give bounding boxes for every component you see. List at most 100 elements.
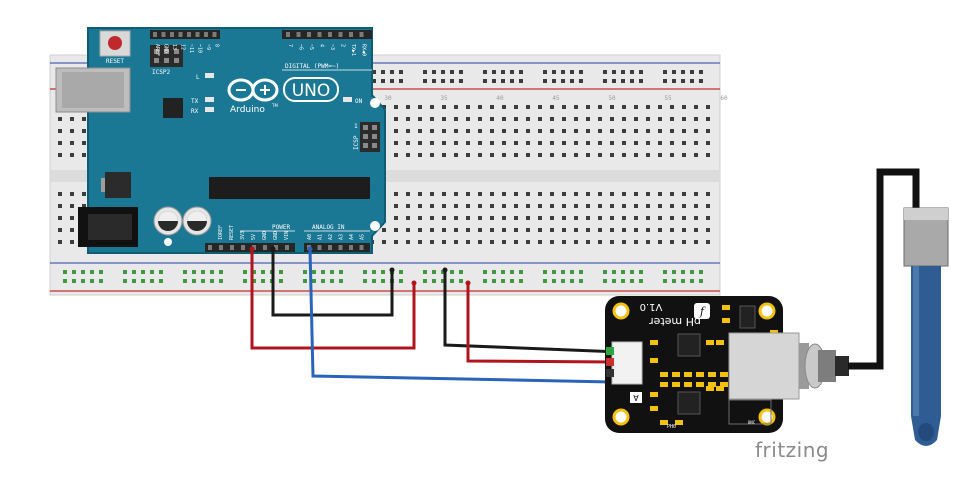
header-pin[interactable] bbox=[338, 245, 343, 250]
breadboard-hole[interactable] bbox=[394, 117, 398, 121]
breadboard-hole[interactable] bbox=[634, 192, 638, 196]
breadboard-hole[interactable] bbox=[478, 129, 482, 133]
rail-hole[interactable] bbox=[483, 279, 487, 283]
breadboard-hole[interactable] bbox=[646, 153, 650, 157]
wire-end[interactable] bbox=[270, 246, 276, 252]
breadboard-hole[interactable] bbox=[502, 105, 506, 109]
header-pin[interactable] bbox=[338, 32, 343, 37]
header-pin[interactable] bbox=[296, 32, 301, 37]
breadboard-hole[interactable] bbox=[526, 105, 530, 109]
rail-hole[interactable] bbox=[690, 79, 694, 83]
breadboard-hole[interactable] bbox=[430, 192, 434, 196]
breadboard-hole[interactable] bbox=[658, 216, 662, 220]
breadboard-hole[interactable] bbox=[550, 228, 554, 232]
breadboard-hole[interactable] bbox=[622, 216, 626, 220]
rail-hole[interactable] bbox=[681, 79, 685, 83]
breadboard-hole[interactable] bbox=[634, 153, 638, 157]
breadboard-hole[interactable] bbox=[490, 204, 494, 208]
breadboard-hole[interactable] bbox=[514, 192, 518, 196]
breadboard-hole[interactable] bbox=[682, 153, 686, 157]
rail-hole[interactable] bbox=[561, 70, 565, 74]
rail-hole[interactable] bbox=[321, 270, 325, 274]
breadboard-hole[interactable] bbox=[598, 192, 602, 196]
rail-hole[interactable] bbox=[72, 279, 76, 283]
breadboard-hole[interactable] bbox=[562, 204, 566, 208]
wire-end[interactable] bbox=[465, 280, 471, 286]
breadboard-hole[interactable] bbox=[586, 192, 590, 196]
rail-hole[interactable] bbox=[672, 70, 676, 74]
breadboard-hole[interactable] bbox=[394, 216, 398, 220]
rail-hole[interactable] bbox=[201, 279, 205, 283]
breadboard-hole[interactable] bbox=[706, 153, 710, 157]
rail-hole[interactable] bbox=[381, 279, 385, 283]
rail-hole[interactable] bbox=[450, 279, 454, 283]
breadboard-hole[interactable] bbox=[682, 192, 686, 196]
breadboard-hole[interactable] bbox=[406, 204, 410, 208]
rail-hole[interactable] bbox=[399, 270, 403, 274]
breadboard-hole[interactable] bbox=[574, 240, 578, 244]
rail-hole[interactable] bbox=[423, 79, 427, 83]
breadboard-hole[interactable] bbox=[574, 204, 578, 208]
rail-hole[interactable] bbox=[579, 70, 583, 74]
breadboard-hole[interactable] bbox=[502, 117, 506, 121]
rail-hole[interactable] bbox=[501, 270, 505, 274]
header-pin[interactable] bbox=[317, 245, 322, 250]
breadboard-hole[interactable] bbox=[694, 228, 698, 232]
breadboard-hole[interactable] bbox=[562, 192, 566, 196]
breadboard-hole[interactable] bbox=[586, 204, 590, 208]
breadboard-hole[interactable] bbox=[58, 216, 62, 220]
breadboard-hole[interactable] bbox=[394, 153, 398, 157]
breadboard-hole[interactable] bbox=[646, 216, 650, 220]
rail-hole[interactable] bbox=[672, 79, 676, 83]
breadboard-hole[interactable] bbox=[478, 117, 482, 121]
breadboard-hole[interactable] bbox=[526, 153, 530, 157]
breadboard-hole[interactable] bbox=[634, 141, 638, 145]
breadboard-hole[interactable] bbox=[586, 141, 590, 145]
breadboard-hole[interactable] bbox=[610, 216, 614, 220]
reset-button-cap[interactable] bbox=[108, 36, 122, 50]
rail-hole[interactable] bbox=[543, 279, 547, 283]
rail-hole[interactable] bbox=[492, 70, 496, 74]
breadboard-hole[interactable] bbox=[70, 153, 74, 157]
breadboard-hole[interactable] bbox=[538, 204, 542, 208]
rail-hole[interactable] bbox=[372, 70, 376, 74]
rail-hole[interactable] bbox=[192, 270, 196, 274]
breadboard-hole[interactable] bbox=[466, 117, 470, 121]
breadboard-hole[interactable] bbox=[694, 105, 698, 109]
breadboard-hole[interactable] bbox=[586, 153, 590, 157]
rail-hole[interactable] bbox=[501, 70, 505, 74]
breadboard-hole[interactable] bbox=[58, 141, 62, 145]
breadboard-hole[interactable] bbox=[598, 105, 602, 109]
rail-hole[interactable] bbox=[621, 279, 625, 283]
rail-hole[interactable] bbox=[381, 270, 385, 274]
wire-end[interactable] bbox=[442, 267, 448, 273]
rail-hole[interactable] bbox=[603, 279, 607, 283]
breadboard-hole[interactable] bbox=[442, 117, 446, 121]
breadboard-hole[interactable] bbox=[514, 129, 518, 133]
rail-hole[interactable] bbox=[663, 79, 667, 83]
breadboard-hole[interactable] bbox=[538, 153, 542, 157]
wire-end[interactable] bbox=[249, 246, 255, 252]
breadboard-hole[interactable] bbox=[394, 129, 398, 133]
breadboard-hole[interactable] bbox=[598, 153, 602, 157]
breadboard-hole[interactable] bbox=[694, 216, 698, 220]
breadboard-hole[interactable] bbox=[466, 141, 470, 145]
header-pin[interactable] bbox=[195, 32, 200, 37]
breadboard-hole[interactable] bbox=[682, 240, 686, 244]
breadboard-hole[interactable] bbox=[706, 216, 710, 220]
wire-end[interactable] bbox=[411, 280, 417, 286]
breadboard-hole[interactable] bbox=[550, 129, 554, 133]
rail-hole[interactable] bbox=[459, 70, 463, 74]
rail-hole[interactable] bbox=[450, 70, 454, 74]
breadboard-hole[interactable] bbox=[466, 240, 470, 244]
breadboard-hole[interactable] bbox=[706, 129, 710, 133]
breadboard-hole[interactable] bbox=[538, 216, 542, 220]
breadboard-hole[interactable] bbox=[646, 129, 650, 133]
header-pin[interactable] bbox=[230, 245, 234, 250]
breadboard-hole[interactable] bbox=[478, 216, 482, 220]
rail-hole[interactable] bbox=[690, 279, 694, 283]
breadboard-hole[interactable] bbox=[394, 204, 398, 208]
breadboard-hole[interactable] bbox=[586, 129, 590, 133]
rail-hole[interactable] bbox=[639, 279, 643, 283]
rail-hole[interactable] bbox=[243, 279, 247, 283]
